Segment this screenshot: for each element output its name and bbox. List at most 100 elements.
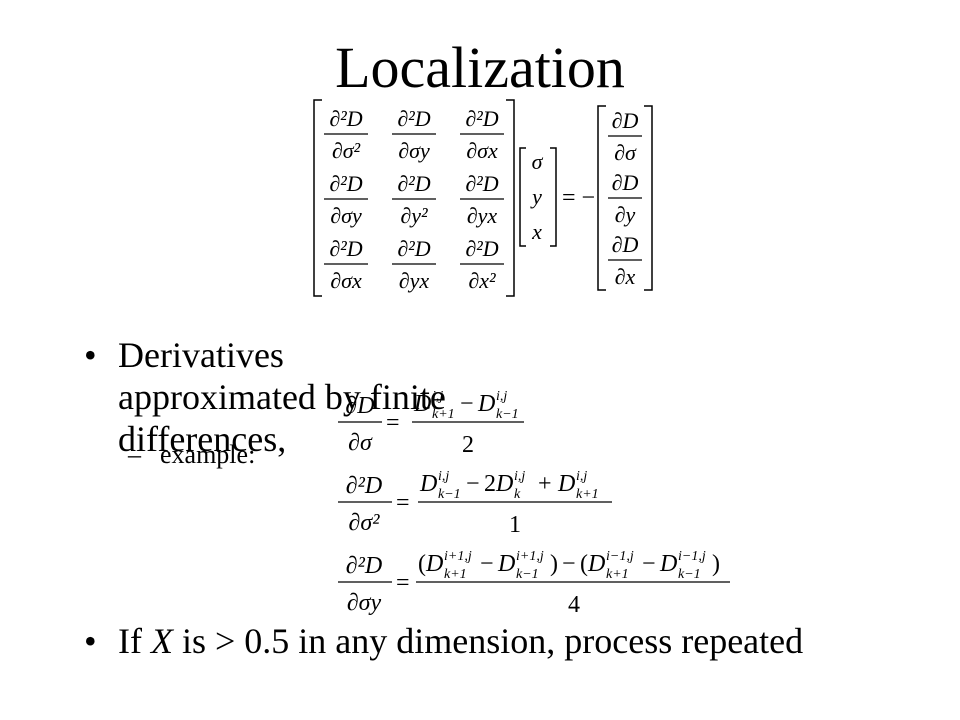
matrix-equation: ∂²D∂σ²∂²D∂σy∂²D∂σx∂²D∂σy∂²D∂y²∂²D∂yx∂²D∂… [300,96,670,302]
svg-text:+: + [538,471,552,497]
bullet-suffix: is > 0.5 in any dimension, process repea… [172,621,804,661]
svg-text:D: D [587,551,605,577]
svg-text:2: 2 [484,471,496,497]
svg-text:k−1: k−1 [678,567,701,582]
fd3-equals: = [396,570,410,596]
svg-text:(: ( [418,551,426,577]
svg-text:−: − [642,551,656,577]
hessian-matrix: ∂²D∂σ²∂²D∂σy∂²D∂σx∂²D∂σy∂²D∂y²∂²D∂yx∂²D∂… [324,106,504,293]
svg-text:−: − [466,471,480,497]
svg-text:i−1,j: i−1,j [678,549,706,564]
svg-text:D: D [659,551,677,577]
svg-text:−: − [460,391,474,417]
hessian-entry-1-1-num: ∂²D [397,171,430,196]
gradient-vector: ∂D∂σ∂D∂y∂D∂x [608,108,642,289]
hessian-entry-2-2: ∂²D ∂x² [460,236,504,293]
svg-text:k+1: k+1 [576,487,599,502]
fd3-rhs-num: ( D i+1,j k+1 − D i+1,j k−1 ) − ( D i−1,… [418,549,720,582]
svg-text:): ) [712,551,720,577]
fd1-lhs-num: ∂D [345,393,374,419]
hessian-entry-2-2-den: ∂x² [468,268,496,293]
gradient-entry-2-num: ∂D [612,232,639,257]
variable-x: X [150,621,173,661]
svg-text:k−1: k−1 [496,407,519,422]
bullet-marker: • [84,335,97,375]
svg-text:−: − [562,551,576,577]
vector-y: y [530,184,542,209]
hessian-entry-1-1-den: ∂y² [400,203,428,228]
gradient-right-bracket [644,105,653,291]
gradient-entry-2: ∂D ∂x [608,232,642,289]
hessian-right-bracket [506,99,515,297]
gradient-entry-0-den: ∂σ [614,140,637,165]
hessian-entry-2-2-num: ∂²D [465,236,498,261]
hessian-entry-0-0-den: ∂σ² [332,138,361,163]
hessian-entry-2-0-den: ∂σx [330,268,362,293]
hessian-entry-0-2-den: ∂σx [466,138,498,163]
gradient-entry-2-den: ∂x [615,264,636,289]
hessian-entry-1-2-den: ∂yx [467,203,498,228]
bullet-text: If X is > 0.5 in any dimension, process … [118,620,838,662]
vector-x: x [531,219,542,244]
vector-sigma: σ [532,149,544,174]
svg-text:i,j: i,j [514,469,525,484]
hessian-entry-2-1-den: ∂yx [399,268,430,293]
hessian-entry-0-1-num: ∂²D [397,106,430,131]
svg-text:−: − [480,551,494,577]
svg-text:k: k [514,487,521,502]
fd3-lhs-num: ∂²D [346,553,382,579]
svg-text:D: D [425,551,443,577]
hessian-entry-1-0-den: ∂σy [330,203,362,228]
bullet-text: Derivatives approximated by finite diffe… [118,335,446,459]
svg-text:D: D [497,551,515,577]
fd3-rhs-den: 4 [568,592,580,618]
hessian-entry-0-2-num: ∂²D [465,106,498,131]
svg-text:(: ( [580,551,588,577]
finite-difference-3: ∂²D ∂σy = ( D i+1,j k+1 − D i+1,j k−1 ) … [334,546,774,622]
sub-bullet-marker: – [128,440,141,469]
svg-text:i+1,j: i+1,j [516,549,544,564]
finite-difference-1: ∂D ∂σ = D i,j k+1 − D i,j k−1 2 [334,386,544,462]
svg-text:i,j: i,j [438,469,449,484]
hessian-left-bracket [313,99,322,297]
bullet-marker: • [84,621,97,661]
svg-text:k+1: k+1 [444,567,467,582]
gradient-entry-1-num: ∂D [612,170,639,195]
fd3-lhs-den: ∂σy [347,590,382,616]
hessian-entry-1-2: ∂²D ∂yx [460,171,504,228]
vector-left-bracket [519,147,526,247]
hessian-entry-1-0-num: ∂²D [329,171,362,196]
svg-text:i,j: i,j [576,469,587,484]
hessian-entry-0-0-num: ∂²D [329,106,362,131]
fd2-rhs-den: 1 [509,512,521,538]
svg-text:i,j: i,j [496,389,507,404]
svg-text:D: D [557,471,575,497]
gradient-left-bracket [597,105,606,291]
hessian-entry-2-1: ∂²D ∂yx [392,236,436,293]
gradient-entry-0-num: ∂D [612,108,639,133]
bullet-prefix: If [118,621,151,661]
svg-text:i,j: i,j [432,389,443,404]
svg-text:i−1,j: i−1,j [606,549,634,564]
hessian-entry-2-0-num: ∂²D [329,236,362,261]
hessian-entry-0-1-den: ∂σy [398,138,430,163]
equals-minus: = − [562,185,595,211]
svg-text:k+1: k+1 [606,567,629,582]
hessian-entry-1-2-num: ∂²D [465,171,498,196]
svg-text:): ) [550,551,558,577]
fd2-rhs-num: D i,j k−1 − 2 D i,j k + D i,j k+1 [419,469,599,502]
svg-text:D: D [413,391,431,417]
fd1-equals: = [386,410,400,436]
svg-text:k−1: k−1 [516,567,539,582]
gradient-entry-0: ∂D ∂σ [608,108,642,165]
finite-difference-2: ∂²D ∂σ² = D i,j k−1 − 2 D i,j k + D i,j … [334,466,634,542]
fd2-equals: = [396,490,410,516]
hessian-entry-2-1-num: ∂²D [397,236,430,261]
svg-text:i+1,j: i+1,j [444,549,472,564]
svg-text:D: D [419,471,437,497]
slide-title: Localization [335,35,625,100]
hessian-entry-1-1: ∂²D ∂y² [392,171,436,228]
fd2-lhs-num: ∂²D [346,473,382,499]
fd1-lhs-den: ∂σ [348,430,373,456]
fd1-rhs-den: 2 [462,432,474,458]
